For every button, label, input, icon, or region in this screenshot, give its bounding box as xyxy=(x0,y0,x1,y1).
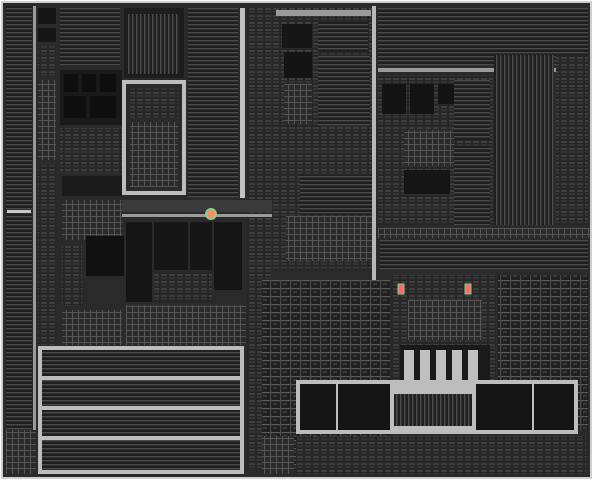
marker-right-a xyxy=(397,283,405,295)
marker-left xyxy=(205,208,217,220)
marker-right-b xyxy=(464,283,472,295)
